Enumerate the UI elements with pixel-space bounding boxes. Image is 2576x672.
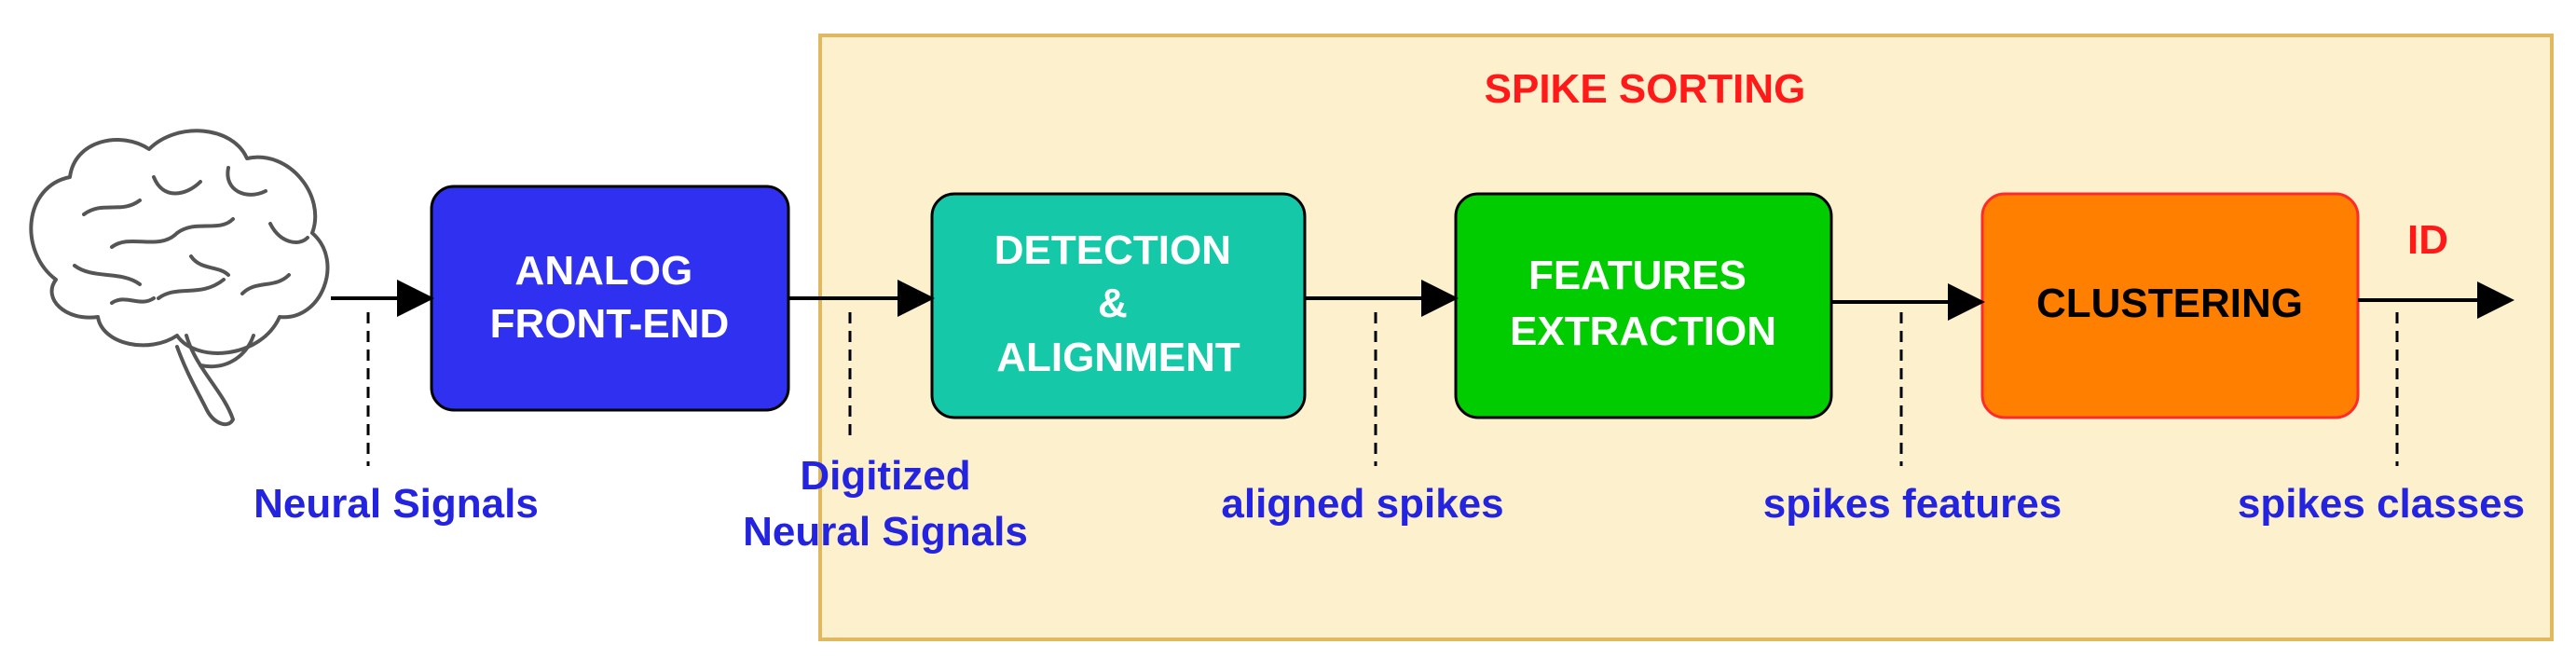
analog-front-end-label: ANALOG FRONT-END	[490, 248, 730, 347]
spike-sorting-title: SPIKE SORTING	[1485, 66, 1806, 112]
digitized-label-line2: Neural Signals	[743, 509, 1028, 555]
clustering-label: CLUSTERING	[2036, 281, 2303, 326]
brain-icon	[29, 129, 330, 427]
detection-alignment-label: DETECTION & ALIGNMENT	[994, 227, 1242, 380]
aligned-spikes-label: aligned spikes	[1221, 481, 1503, 527]
features-extraction-block	[1454, 192, 1833, 419]
digitized-label-line1: Digitized	[800, 453, 970, 499]
neural-signals-label: Neural Signals	[253, 481, 539, 527]
features-extraction-label: FEATURES EXTRACTION	[1510, 253, 1776, 354]
spikes-features-label: spikes features	[1763, 481, 2062, 527]
analog-front-end-block	[430, 185, 790, 412]
spikes-classes-label: spikes classes	[2238, 481, 2525, 527]
output-id-label: ID	[2407, 217, 2448, 263]
